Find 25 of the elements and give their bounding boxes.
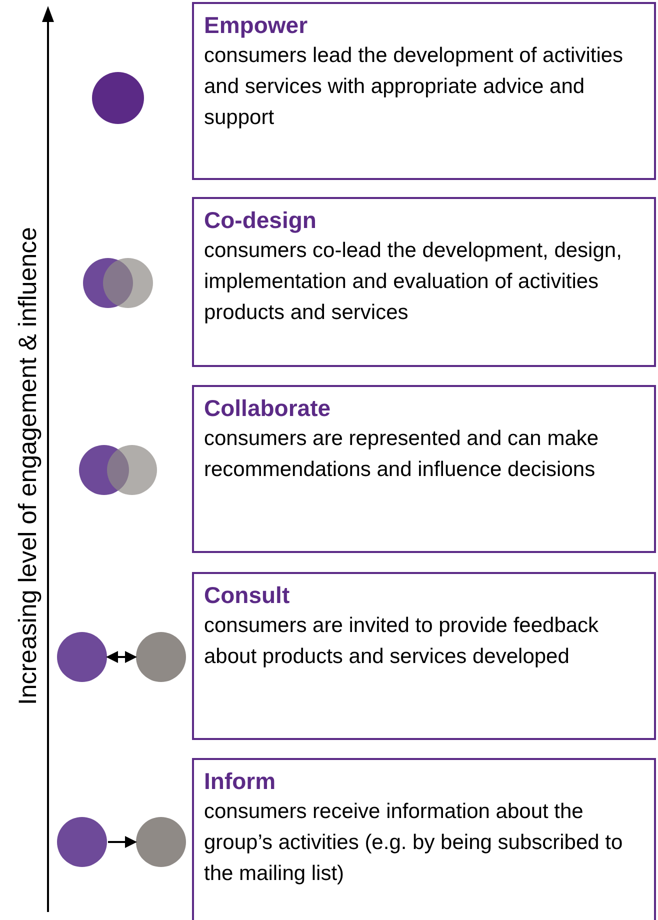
level-heading: Co-design: [204, 206, 318, 235]
level-description: consumers lead the development of activities and services with appropriate advice and support: [204, 43, 624, 131]
arrow: [106, 651, 137, 663]
axis-label: Increasing level of engagement & influence: [14, 226, 42, 706]
level-description: consumers co-lead the development, design, implementation and evaluation of activities products and services: [204, 238, 623, 326]
level-heading: Collaborate: [204, 394, 332, 423]
level-description: consumers are invited to provide feedback about products and services developed: [204, 613, 600, 670]
level-heading: Inform: [204, 767, 277, 796]
level-description: consumers receive information about the group’s activities (e.g. by being subscribed to the mailing list): [204, 799, 624, 887]
level-box: [192, 758, 656, 920]
participant-circle: [107, 445, 157, 495]
level-box: [192, 2, 656, 180]
participant-circle: [136, 632, 186, 682]
level-box: [192, 572, 656, 740]
participant-circle: [57, 817, 107, 867]
participant-circle: [136, 817, 186, 867]
level-description: consumers are represented and can make recommendations and influence decisions: [204, 426, 600, 483]
participant-circle: [92, 72, 144, 124]
participant-circle: [103, 258, 153, 308]
level-heading: Consult: [204, 581, 291, 610]
arrow: [108, 836, 137, 848]
level-heading: Empower: [204, 11, 309, 40]
level-box: [192, 197, 656, 367]
level-box: [192, 385, 656, 553]
participant-circle: [57, 632, 107, 682]
